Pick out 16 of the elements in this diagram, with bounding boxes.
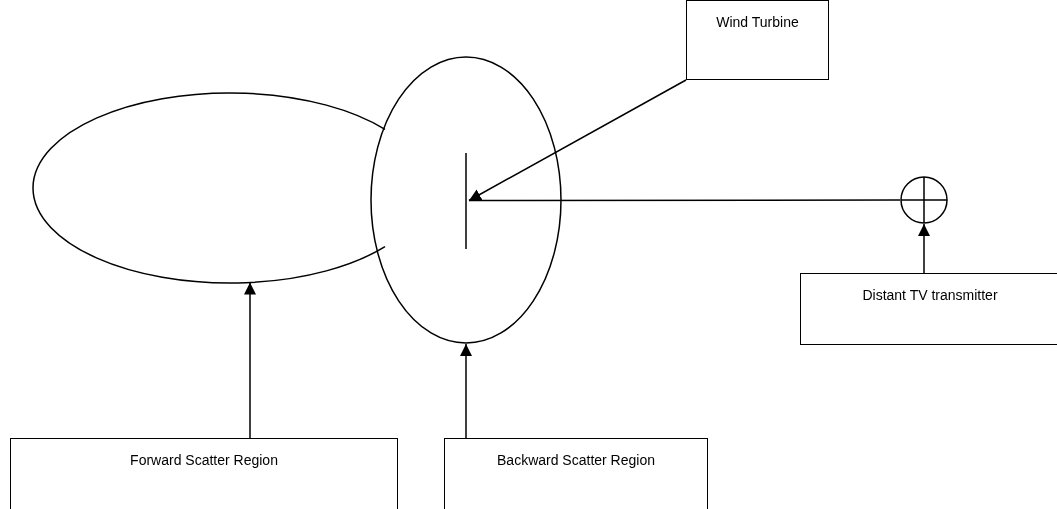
box-label: Wind Turbine <box>716 14 799 30</box>
arrow <box>244 281 256 439</box>
text-box <box>444 438 708 509</box>
scatter-lobe-ellipse <box>370 56 562 345</box>
text-box <box>686 0 829 80</box>
transmitter-symbol <box>900 176 948 224</box>
box-label: Distant TV transmitter <box>862 287 998 303</box>
box-label: Backward Scatter Region <box>497 452 655 468</box>
arrow <box>460 343 472 439</box>
arrow <box>468 79 687 202</box>
box-label: Forward Scatter Region <box>130 452 278 468</box>
arrow <box>918 223 930 274</box>
text-box <box>800 273 1057 345</box>
connector-line <box>468 199 901 202</box>
turbine-line <box>463 152 469 249</box>
text-box <box>10 438 398 509</box>
